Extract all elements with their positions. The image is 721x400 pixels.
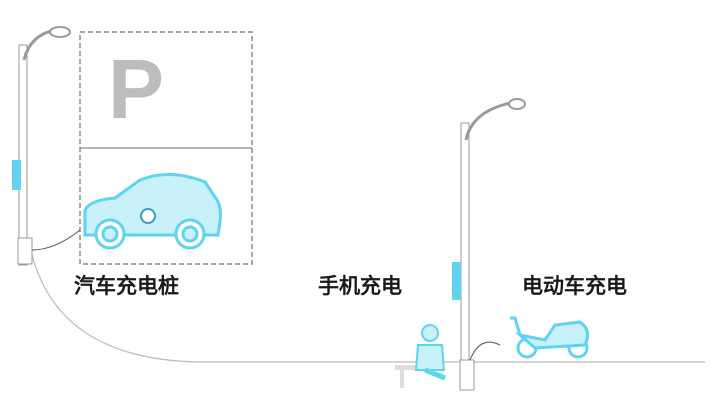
charger-screen-icon xyxy=(12,160,21,190)
street-lamp-pole-right xyxy=(452,98,526,391)
road-edge xyxy=(31,254,705,363)
parking-sign-icon: P xyxy=(108,42,164,136)
car-charging-label: 汽车充电桩 xyxy=(74,274,179,298)
charger-screen-icon xyxy=(452,262,461,300)
electric-scooter-icon xyxy=(510,316,590,359)
electric-car-icon xyxy=(83,172,222,250)
phone-charging-label: 手机充电 xyxy=(318,274,402,298)
person-on-bench-icon xyxy=(395,324,446,388)
street-lamp-pole-left xyxy=(12,26,81,266)
ebike-charging-label: 电动车充电 xyxy=(522,274,627,298)
